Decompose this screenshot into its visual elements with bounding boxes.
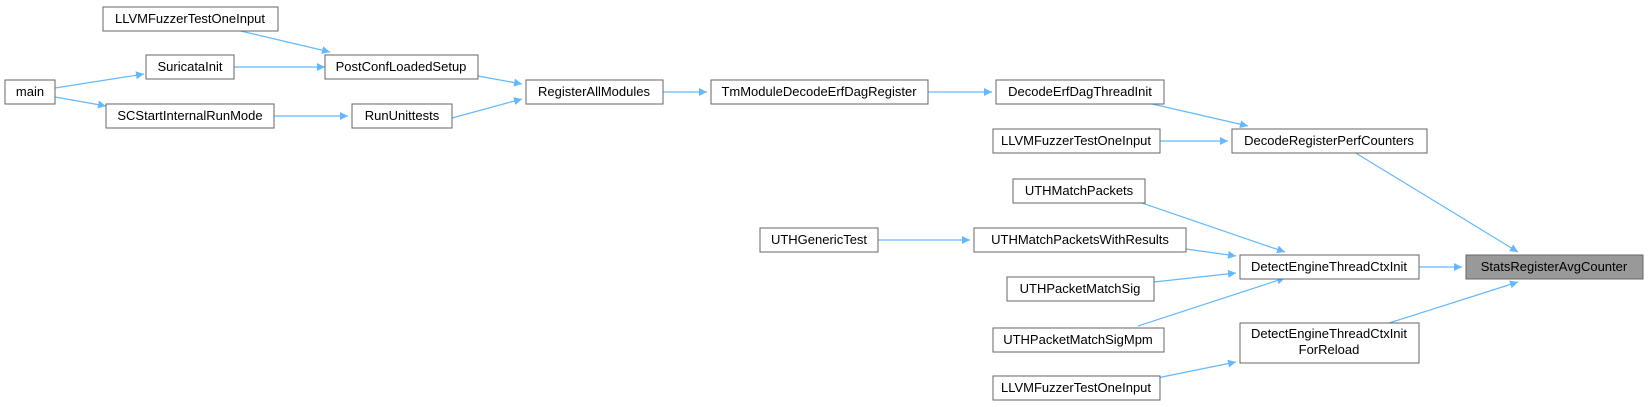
node-uth-generic-test[interactable]: UTHGenericTest (759, 227, 879, 253)
node-uth-packet-match-sig-mpm[interactable]: UTHPacketMatchSigMpm (992, 327, 1165, 353)
node-uth-sig-label: UTHPacketMatchSig (1020, 281, 1141, 296)
node-decode-erf-dag-thread-init[interactable]: DecodeErfDagThreadInit (995, 79, 1165, 105)
node-uth-sig-mpm-label: UTHPacketMatchSigMpm (1003, 332, 1153, 347)
node-stats-avg-label: StatsRegisterAvgCounter (1481, 259, 1628, 274)
node-decode-register-perf-counters[interactable]: DecodeRegisterPerfCounters (1231, 128, 1428, 154)
node-detect-engine-thread-ctx-init[interactable]: DetectEngineThreadCtxInit (1239, 254, 1420, 280)
node-run-unittests[interactable]: RunUnittests (351, 103, 453, 129)
edge-uth-sig-mpm-to-detect-ctx (1137, 276, 1286, 327)
node-uth-match-packets[interactable]: UTHMatchPackets (1012, 178, 1146, 204)
node-uth-match-results-label: UTHMatchPacketsWithResults (991, 232, 1169, 247)
edge-llvm-top-to-post-conf (231, 28, 331, 55)
node-detect-engine-thread-ctx-init-for-reload[interactable]: DetectEngineThreadCtxInit ForReload (1239, 322, 1420, 364)
edge-run-unittests-to-register-all (451, 97, 523, 119)
node-sc-start-internal-run-mode[interactable]: SCStartInternalRunMode (105, 103, 275, 129)
edge-post-conf-to-register-all (477, 75, 523, 87)
node-llvm-fuzzer-top-label: LLVMFuzzerTestOneInput (115, 11, 265, 26)
node-uth-packet-match-sig[interactable]: UTHPacketMatchSig (1006, 276, 1155, 302)
node-uth-match-label: UTHMatchPackets (1025, 183, 1134, 198)
node-llvm-fuzzer-mid-label: LLVMFuzzerTestOneInput (1001, 133, 1151, 148)
node-llvm-fuzzer-mid[interactable]: LLVMFuzzerTestOneInput (992, 128, 1161, 154)
edge-decode-reg-to-stats (1353, 151, 1519, 253)
node-tm-module-label: TmModuleDecodeErfDagRegister (721, 84, 917, 99)
node-llvm-fuzzer-top[interactable]: LLVMFuzzerTestOneInput (102, 6, 279, 32)
node-decode-erf-label: DecodeErfDagThreadInit (1008, 84, 1152, 99)
node-llvm-fuzzer-bottom[interactable]: LLVMFuzzerTestOneInput (992, 375, 1161, 401)
node-suricata-init[interactable]: SuricataInit (145, 54, 235, 80)
edge-main-to-suricata-init (54, 71, 145, 89)
edge-detect-reload-to-stats (1388, 280, 1519, 324)
node-register-all-label: RegisterAllModules (538, 84, 650, 99)
node-main[interactable]: main (4, 79, 56, 105)
node-run-unittests-label: RunUnittests (365, 108, 440, 123)
node-sc-start-label: SCStartInternalRunMode (117, 108, 262, 123)
node-post-conf-label: PostConfLoadedSetup (336, 59, 467, 74)
node-suricata-init-label: SuricataInit (157, 59, 222, 74)
node-register-all-modules[interactable]: RegisterAllModules (525, 79, 664, 105)
edge-uth-match-to-detect-ctx (1141, 202, 1286, 254)
edge-uth-sig-to-detect-ctx (1153, 269, 1237, 283)
node-uth-generic-label: UTHGenericTest (771, 232, 867, 247)
node-stats-register-avg-counter: StatsRegisterAvgCounter (1465, 254, 1644, 280)
node-post-conf-loaded-setup[interactable]: PostConfLoadedSetup (324, 54, 479, 80)
edge-decode-erf-to-decode-reg (1147, 102, 1249, 129)
node-decode-reg-label: DecodeRegisterPerfCounters (1244, 133, 1414, 148)
edge-uth-match-results-to-detect-ctx (1185, 248, 1237, 259)
node-llvm-fuzzer-bottom-label: LLVMFuzzerTestOneInput (1001, 380, 1151, 395)
node-uth-match-packets-with-results[interactable]: UTHMatchPacketsWithResults (973, 227, 1187, 253)
node-detect-reload-label-line2: ForReload (1299, 342, 1360, 357)
node-tm-module-decode-erf-dag-register[interactable]: TmModuleDecodeErfDagRegister (710, 79, 929, 105)
node-main-label: main (16, 84, 44, 99)
node-detect-ctx-label: DetectEngineThreadCtxInit (1251, 259, 1407, 274)
node-detect-reload-label-line1: DetectEngineThreadCtxInit (1251, 326, 1407, 341)
edge-main-to-sc-start (54, 96, 107, 109)
edge-llvm-bot-to-detect-reload (1151, 359, 1237, 380)
